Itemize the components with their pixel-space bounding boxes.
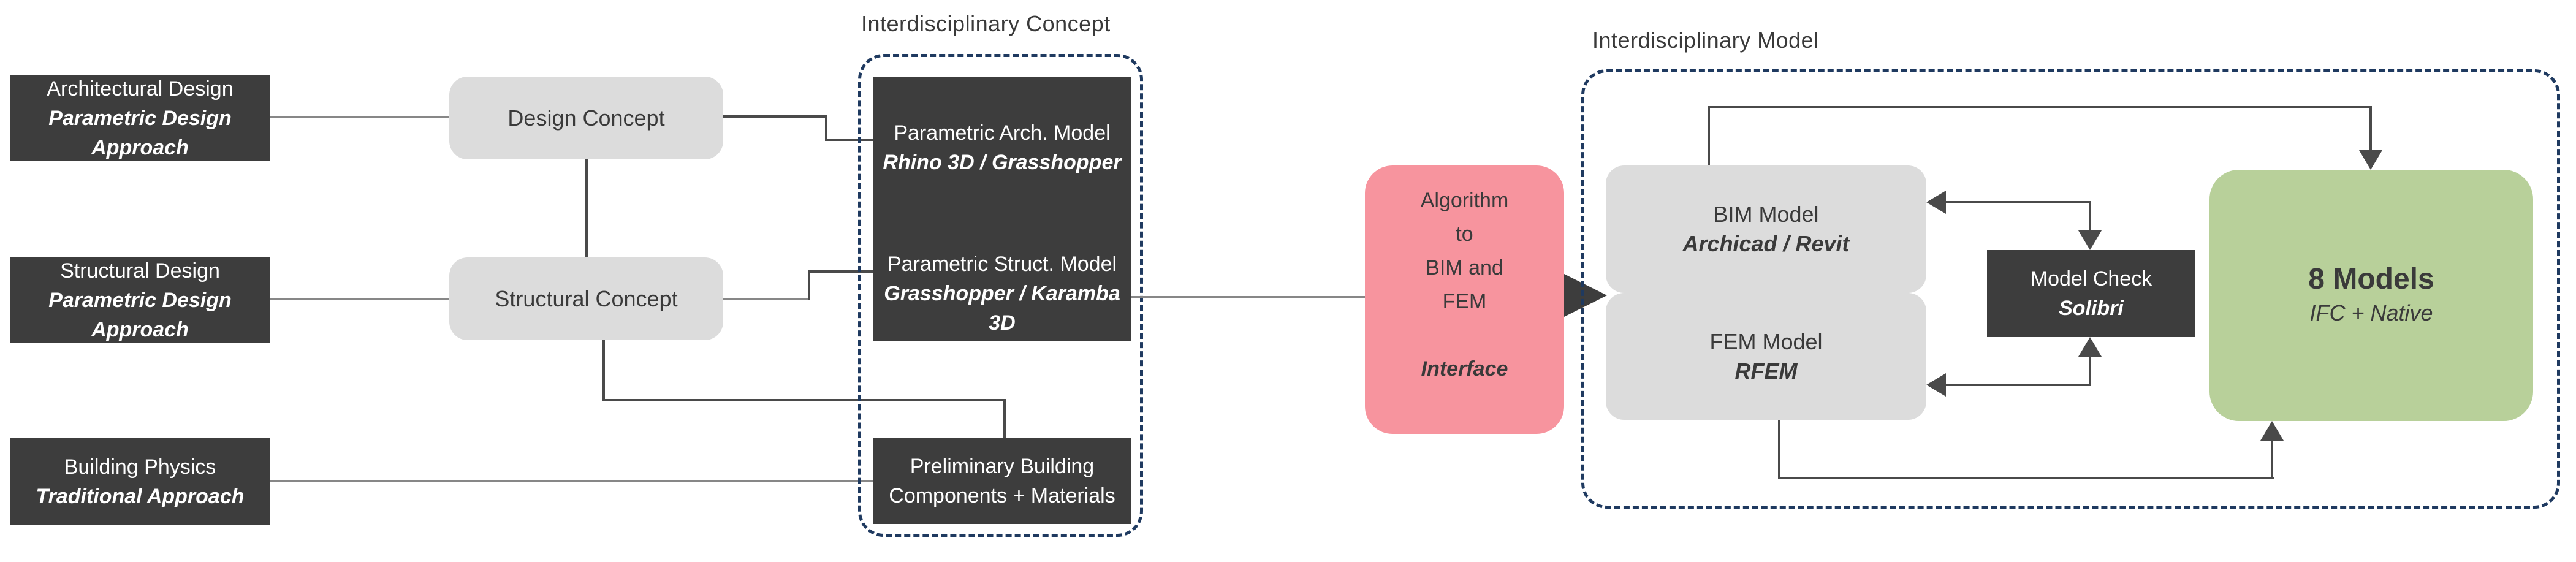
preliminary-components-label: Preliminary Building Components + Materi… bbox=[889, 455, 1115, 507]
result-models-subtitle: IFC + Native bbox=[2309, 300, 2433, 325]
parametric-arch-subtitle: Rhino 3D / Grasshopper bbox=[883, 151, 1122, 174]
bim-model-subtitle: Archicad / Revit bbox=[1682, 231, 1850, 256]
model-check-box: Model Check Solibri bbox=[1987, 250, 2195, 337]
bim-model-title: BIM Model bbox=[1713, 202, 1819, 227]
connector-structural-down bbox=[602, 340, 605, 401]
connector-bim-top-up bbox=[1708, 107, 1710, 165]
connector-fem-bottom-down bbox=[1778, 420, 1780, 478]
parametric-struct-group: Parametric Struct. Model Grasshopper / K… bbox=[873, 249, 1131, 338]
bim-model-box: BIM Model Archicad / Revit bbox=[1606, 165, 1926, 293]
input-title: Building Physics bbox=[64, 455, 216, 479]
arrowhead-into-check-bottom-icon bbox=[2078, 337, 2102, 357]
result-models-title: 8 Models bbox=[2308, 263, 2434, 295]
preliminary-components-box: Preliminary Building Components + Materi… bbox=[873, 438, 1131, 524]
connector-concept-to-algorithm bbox=[1131, 296, 1365, 298]
arrowhead-into-result-top-icon bbox=[2359, 150, 2382, 170]
interdisciplinary-concept-label: Interdisciplinary Concept bbox=[861, 11, 1111, 36]
connector-design-to-structural-concept bbox=[585, 159, 588, 257]
connector-into-result-top bbox=[2369, 106, 2372, 151]
model-check-subtitle: Solibri bbox=[2059, 297, 2124, 320]
connector-physics-to-preliminary bbox=[270, 480, 873, 482]
input-subtitle: Parametric Design Approach bbox=[48, 106, 232, 159]
input-title: Structural Design bbox=[60, 259, 220, 283]
connector-check-bottom-down bbox=[2089, 355, 2091, 385]
connector-design-concept-jog bbox=[825, 115, 827, 141]
connector-into-result-bottom bbox=[2271, 438, 2273, 478]
parametric-struct-title: Parametric Struct. Model bbox=[887, 253, 1117, 276]
concept-label: Design Concept bbox=[507, 105, 665, 131]
connector-structural-concept-in bbox=[808, 270, 886, 273]
design-concept-box: Design Concept bbox=[449, 77, 723, 159]
connector-structural-concept-out bbox=[723, 298, 810, 300]
arrowhead-into-fem-icon bbox=[1926, 373, 1946, 397]
connector-arch-to-design-concept bbox=[270, 116, 449, 118]
input-subtitle: Traditional Approach bbox=[36, 485, 245, 508]
parametric-arch-title: Parametric Arch. Model bbox=[894, 121, 1111, 145]
model-check-title: Model Check bbox=[2030, 267, 2152, 290]
connector-into-preliminary-top bbox=[1003, 399, 1006, 441]
input-title: Architectural Design bbox=[47, 77, 234, 101]
fem-model-subtitle: RFEM bbox=[1734, 358, 1798, 384]
interdisciplinary-concept-container bbox=[858, 54, 1143, 537]
interdisciplinary-model-label: Interdisciplinary Model bbox=[1592, 28, 1819, 53]
parametric-struct-subtitle: Grasshopper / Karamba 3D bbox=[884, 282, 1120, 335]
result-models-box: 8 Models IFC + Native bbox=[2209, 170, 2533, 421]
input-box-architectural-design: Architectural Design Parametric Design A… bbox=[10, 75, 270, 161]
parametric-arch-group: Parametric Arch. Model Rhino 3D / Grassh… bbox=[883, 118, 1121, 177]
connector-bim-top-across bbox=[1708, 106, 2372, 108]
structural-concept-box: Structural Concept bbox=[449, 257, 723, 340]
connector-structural-concept-jog bbox=[808, 270, 810, 300]
algorithm-interface-box: Algorithm to BIM and FEM Interface bbox=[1365, 165, 1564, 434]
arrowhead-into-result-bottom-icon bbox=[2260, 421, 2284, 441]
connector-structural-across bbox=[602, 399, 1006, 401]
connector-design-concept-out bbox=[723, 115, 827, 118]
big-arrow-to-model-icon bbox=[1564, 274, 1607, 317]
connector-check-to-bim bbox=[1943, 201, 2091, 203]
input-box-structural-design: Structural Design Parametric Design Appr… bbox=[10, 257, 270, 343]
algorithm-label: Algorithm to BIM and FEM bbox=[1420, 189, 1509, 313]
connector-struct-to-structural-concept bbox=[270, 298, 449, 300]
connector-fem-bottom-across bbox=[1778, 477, 2274, 479]
parametric-models-box: Parametric Arch. Model Rhino 3D / Grassh… bbox=[873, 77, 1131, 341]
concept-label: Structural Concept bbox=[495, 286, 678, 311]
arrowhead-into-check-top-icon bbox=[2078, 230, 2102, 250]
arrowhead-into-bim-icon bbox=[1926, 191, 1946, 214]
fem-model-title: FEM Model bbox=[1709, 328, 1823, 354]
fem-model-box: FEM Model RFEM bbox=[1606, 293, 1926, 420]
connector-check-to-fem bbox=[1943, 384, 2091, 386]
input-box-building-physics: Building Physics Traditional Approach bbox=[10, 438, 270, 525]
interdisciplinary-model-container bbox=[1581, 69, 2560, 509]
interface-label: Interface bbox=[1421, 357, 1508, 381]
input-subtitle: Parametric Design Approach bbox=[48, 288, 232, 341]
connector-design-concept-in bbox=[825, 139, 886, 141]
connector-check-top-down bbox=[2089, 201, 2091, 233]
